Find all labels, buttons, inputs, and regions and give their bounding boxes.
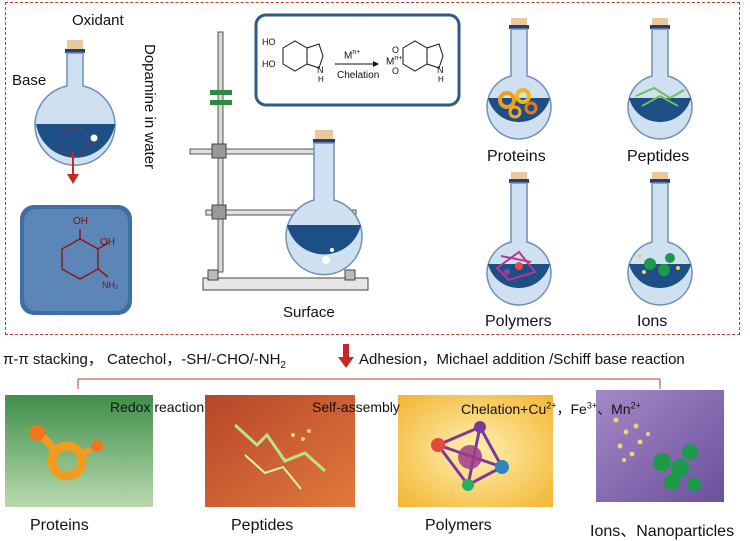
redox-label: Redox reaction bbox=[110, 399, 205, 415]
bottom-bracket bbox=[77, 378, 661, 389]
chelation-ions-label: Chelation+Cu2+，Fe3+、Mn2+ bbox=[461, 400, 641, 417]
dopamine-label: Dopamine in water bbox=[141, 44, 158, 170]
chelation-box bbox=[254, 13, 461, 107]
surface-label: Surface bbox=[283, 304, 335, 321]
bottom-proteins-label: Proteins bbox=[30, 517, 89, 534]
bottom-peptides-label: Peptides bbox=[231, 517, 294, 534]
molecule-oh1: OH bbox=[73, 216, 88, 227]
panel-ions bbox=[596, 390, 724, 502]
dopamine-molecule-panel bbox=[20, 205, 132, 315]
oxidant-label: Oxidant bbox=[72, 12, 124, 29]
self-assembly-label: Self-assembly bbox=[312, 399, 400, 415]
structure-h: H bbox=[318, 75, 324, 84]
flask-peptides-label: Peptides bbox=[627, 148, 690, 165]
flask-ions bbox=[627, 172, 693, 306]
structure-h2: H bbox=[438, 75, 444, 84]
left-flask bbox=[34, 40, 116, 166]
lab-stand bbox=[189, 31, 369, 291]
flask-ions-label: Ions bbox=[637, 313, 668, 330]
top-dashed-frame bbox=[5, 2, 740, 335]
flask-peptides bbox=[627, 18, 693, 140]
molecule-oh2: OH bbox=[100, 237, 115, 248]
ho-bottom: HO bbox=[262, 59, 276, 69]
middle-left-text: π-π stacking， Catechol，-SH/-CHO/-NH2 bbox=[3, 351, 286, 371]
middle-arrow bbox=[338, 344, 354, 368]
panel-peptides bbox=[205, 395, 355, 507]
structure-n: N bbox=[317, 65, 324, 75]
chelation-text: Chelation bbox=[337, 70, 380, 81]
flask-polymers-label: Polymers bbox=[485, 313, 552, 330]
chelated-metal: Mn+ bbox=[386, 55, 403, 68]
panel-proteins bbox=[5, 395, 153, 507]
structure-n2: N bbox=[437, 65, 444, 75]
o-bottom: O bbox=[392, 66, 400, 76]
panel-polymers bbox=[398, 395, 553, 507]
reagent-metal: Mn+ bbox=[344, 49, 361, 62]
flask-proteins bbox=[486, 18, 552, 140]
middle-right-text: Adhesion，Michael addition /Schiff base r… bbox=[359, 351, 685, 368]
flask-polymers bbox=[486, 172, 552, 306]
down-arrow bbox=[67, 152, 79, 184]
molecule-nh2: NH₂ bbox=[102, 280, 119, 290]
flask-proteins-label: Proteins bbox=[487, 148, 546, 165]
bottom-polymers-label: Polymers bbox=[425, 517, 492, 534]
bottom-ions-label: Ions、Nanoparticles bbox=[590, 523, 735, 540]
o-top: O bbox=[392, 45, 400, 55]
base-label: Base bbox=[12, 72, 47, 89]
center-flask bbox=[285, 130, 363, 276]
ho-top: HO bbox=[262, 37, 276, 47]
